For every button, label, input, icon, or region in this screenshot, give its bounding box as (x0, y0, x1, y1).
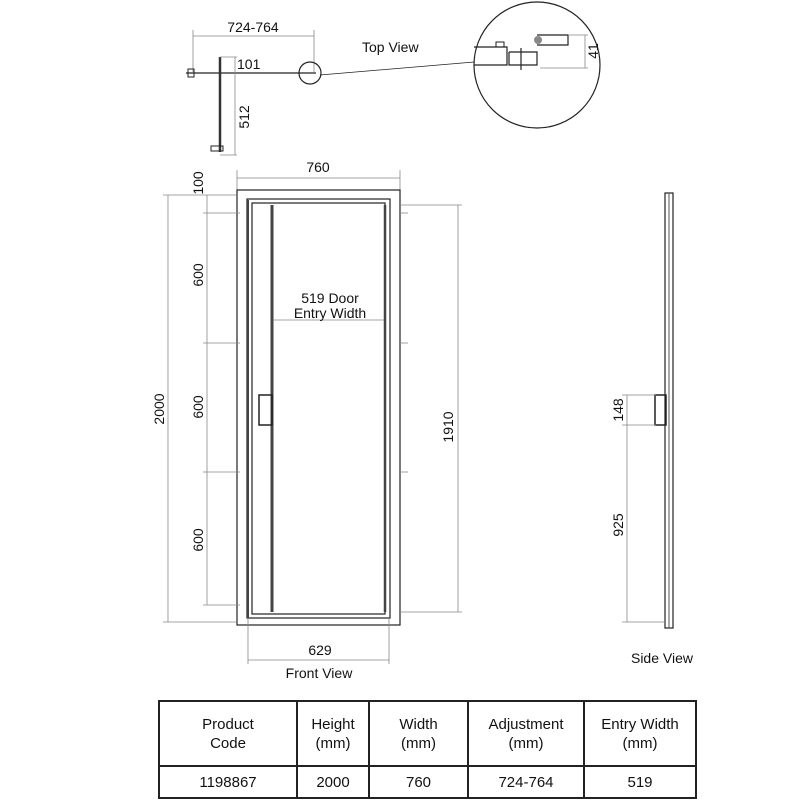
top-view-title: Top View (362, 39, 419, 55)
section-dim-2: 600 (190, 395, 206, 419)
inner-height-dim: 1910 (440, 411, 456, 442)
cell-product-code: 1198867 (158, 765, 298, 799)
header-line: (mm) (622, 734, 658, 752)
top-return-length-dim: 512 (236, 105, 252, 129)
section-dim-3: 600 (190, 528, 206, 552)
header-line: Code (210, 734, 246, 752)
table-row: 1198867 2000 760 724-764 519 (158, 765, 697, 799)
top-view: 724-764 101 512 41 Top View (186, 1, 601, 156)
top-adjustment-dim: 724-764 (227, 19, 279, 35)
header-line: Entry Width (601, 715, 679, 733)
cell-adjustment: 724-764 (467, 765, 585, 799)
entry-width-label-1: 519 Door (301, 290, 359, 306)
header-line: (mm) (508, 734, 544, 752)
header-adjustment: Adjustment(mm) (467, 700, 585, 767)
front-view-title: Front View (286, 665, 354, 681)
header-line: Product (202, 715, 254, 733)
bottom-width-dim: 629 (308, 642, 332, 658)
top-return-offset-dim: 101 (237, 56, 261, 72)
header-height: Height(mm) (296, 700, 370, 767)
header-line: (mm) (315, 734, 351, 752)
header-line: Adjustment (488, 715, 564, 733)
header-line: (mm) (401, 734, 436, 752)
top-offset-dim: 100 (190, 171, 206, 195)
handle-dim: 148 (610, 398, 626, 422)
entry-width-label-2: Entry Width (294, 305, 366, 321)
section-dim-1: 600 (190, 263, 206, 287)
header-line: Height (311, 715, 355, 733)
cell-width: 760 (368, 765, 469, 799)
side-handle (654, 394, 667, 426)
side-view-title: Side View (631, 650, 694, 666)
header-width: Width(mm) (368, 700, 469, 767)
cell-entry-width: 519 (583, 765, 697, 799)
detail-dim: 41 (585, 43, 601, 59)
handle-height-dim: 925 (610, 513, 626, 537)
header-entry-width: Entry Width(mm) (583, 700, 697, 767)
header-line: Width (399, 715, 438, 733)
door-handle (258, 394, 273, 426)
cell-height: 2000 (296, 765, 370, 799)
front-view: 760 2000 100 600 600 600 1910 519 Door E… (151, 159, 462, 681)
front-width-dim: 760 (306, 159, 330, 175)
side-view: 148 925 Side View (610, 192, 694, 666)
front-height-dim: 2000 (151, 393, 167, 424)
